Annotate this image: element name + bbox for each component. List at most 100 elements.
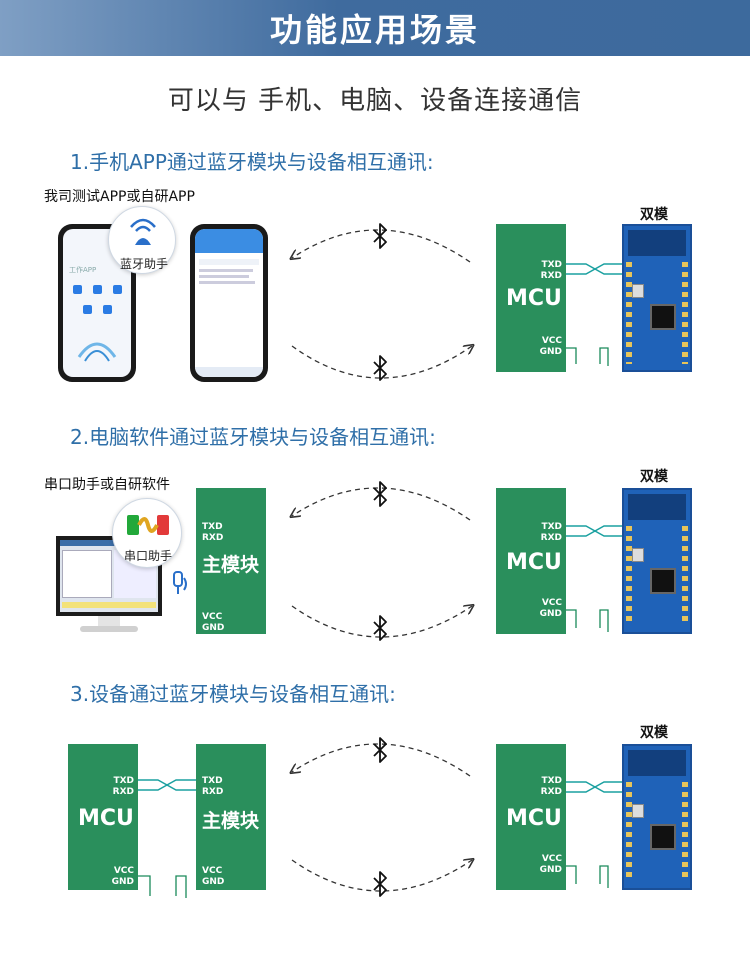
module-pads	[626, 526, 632, 626]
privacy-app-icon	[83, 305, 92, 314]
wireless-arc-top	[292, 487, 471, 521]
txrx-cross	[566, 525, 622, 537]
gnd-pin-label: GND	[202, 623, 225, 633]
phone-serial-app	[190, 224, 268, 382]
master-module-block: TXD RXD 主模块 VCC GND	[196, 488, 266, 634]
manual-app-icon	[103, 305, 112, 314]
txrx-cross	[566, 263, 622, 275]
software-send-bar	[62, 602, 156, 608]
serial-helper-badge: 串口助手	[112, 498, 182, 568]
mcu-label: MCU	[78, 806, 134, 831]
bluetooth-icon	[373, 871, 387, 897]
power-ground-line	[599, 347, 609, 366]
power-ground-line	[599, 609, 609, 632]
rxd-pin-label: RXD	[202, 787, 224, 797]
crystal-component	[632, 284, 644, 298]
module-pads	[682, 526, 688, 626]
txd-pin-label: TXD	[113, 776, 134, 786]
others-app-icon	[113, 285, 122, 294]
master-module-label: 主模块	[202, 810, 260, 832]
bluetooth-icon	[373, 355, 387, 381]
bluetooth-module	[622, 488, 692, 634]
bluetooth-icon	[373, 481, 387, 507]
txd-pin-label: TXD	[202, 522, 223, 532]
serial-app-line	[199, 269, 253, 272]
phone-serial-screen	[195, 229, 263, 377]
crystal-component	[632, 804, 644, 818]
header-banner: 功能应用场景	[0, 0, 750, 56]
txd-pin-label: TXD	[541, 776, 562, 786]
wireless-arc-top	[292, 743, 471, 777]
rxd-pin-label: RXD	[202, 533, 224, 543]
rxd-pin-label: RXD	[540, 787, 562, 797]
brand-swirl-icon	[77, 342, 117, 362]
module-chip	[650, 824, 676, 850]
bluetooth-helper-icon	[130, 218, 156, 245]
bluetooth-icon	[373, 737, 387, 763]
bluetooth-icon	[373, 223, 387, 249]
serial-app-line	[199, 259, 259, 265]
gnd-pin-label: GND	[539, 865, 562, 875]
vcc-pin-label: VCC	[541, 598, 562, 608]
master-module-label: 主模块	[202, 554, 260, 576]
txd-pin-label: TXD	[202, 776, 223, 786]
power-ground-line	[175, 875, 187, 898]
crystal-component	[632, 548, 644, 562]
page-title: 功能应用场景	[269, 11, 480, 49]
bluetooth-icon	[373, 615, 387, 641]
txrx-cross	[138, 779, 196, 791]
mcu-label: MCU	[506, 806, 562, 831]
antenna-trace	[628, 494, 686, 520]
section-1-title: 1.手机APP通过蓝牙模块与设备相互通讯:	[70, 150, 434, 174]
dual-mode-label: 双模	[640, 725, 668, 741]
power-ground-line	[566, 347, 577, 364]
gnd-pin-label: GND	[539, 347, 562, 357]
section-3-title: 3.设备通过蓝牙模块与设备相互通讯:	[70, 682, 396, 706]
phone-app-home: 工作APP	[58, 224, 136, 382]
serial-app-footer	[195, 367, 263, 377]
wireless-arc-top	[292, 229, 471, 263]
serial-helper-label: 串口助手	[124, 549, 173, 563]
master-module-block: TXD RXD 主模块 VCC GND	[196, 744, 266, 890]
bluetooth-helper-label: 蓝牙助手	[120, 257, 169, 271]
bluetooth-helper-badge: 蓝牙助手	[108, 206, 176, 274]
monitor-neck	[98, 616, 120, 626]
bluetooth-module	[622, 224, 692, 372]
dual-mode-label: 双模	[640, 207, 668, 223]
app-home-title: 工作APP	[69, 266, 97, 274]
power-ground-line	[599, 865, 609, 888]
device-mcu-block: TXD RXD MCU VCC GND	[68, 744, 138, 890]
mcu-block: TXD RXD MCU VCC GND	[496, 224, 566, 372]
txd-pin-label: TXD	[541, 260, 562, 270]
module-pads	[626, 782, 632, 882]
usb-icon	[173, 571, 187, 594]
gnd-pin-label: GND	[202, 877, 225, 887]
module-pads	[626, 262, 632, 364]
computer-monitor	[56, 536, 162, 616]
section-2-title: 2.电脑软件通过蓝牙模块与设备相互通讯:	[70, 425, 436, 449]
power-ground-line	[566, 865, 577, 884]
power-ground-line	[566, 609, 577, 628]
bluespp-app-icon	[73, 285, 82, 294]
wireless-arc-bottom	[291, 346, 472, 379]
serial-app-line	[199, 281, 255, 284]
mcu-label: MCU	[506, 286, 562, 311]
software-receive-area	[62, 550, 112, 598]
vcc-pin-label: VCC	[541, 854, 562, 864]
gnd-pin-label: GND	[539, 609, 562, 619]
serial-app-line	[199, 275, 249, 278]
rxd-pin-label: RXD	[540, 271, 562, 281]
serial-app-header	[195, 229, 263, 253]
vcc-pin-label: VCC	[202, 866, 223, 876]
vcc-pin-label: VCC	[202, 612, 223, 622]
vcc-pin-label: VCC	[541, 336, 562, 346]
module-pads	[682, 262, 688, 364]
rxd-pin-label: RXD	[540, 533, 562, 543]
antenna-trace	[628, 230, 686, 256]
vcc-pin-label: VCC	[113, 866, 134, 876]
power-ground-line	[138, 875, 151, 896]
bluetooth-module	[622, 744, 692, 890]
txrx-cross	[566, 781, 622, 793]
gnd-pin-label: GND	[111, 877, 134, 887]
